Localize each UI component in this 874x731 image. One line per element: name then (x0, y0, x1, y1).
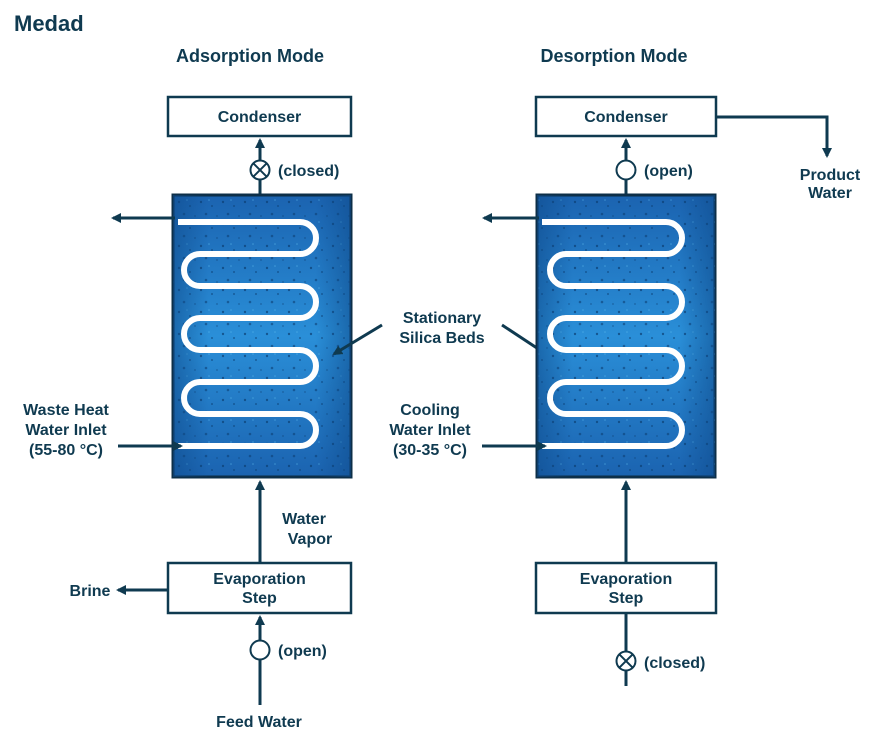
left-vapor-label-1: Water (282, 511, 326, 528)
right-product-label-2: Water (808, 185, 852, 202)
left-silica-bed (171, 193, 353, 479)
right-cooling-label-1: Cooling (400, 402, 460, 419)
right-evaporation-label-1: Evaporation (580, 571, 672, 588)
left-condenser-valve-closed-icon (249, 159, 271, 181)
right-condenser-valve-state: (open) (644, 163, 693, 180)
silica-beds-label-2: Silica Beds (399, 330, 484, 347)
right-evaporation-box (534, 561, 718, 615)
left-vapor-label-2: Vapor (288, 531, 332, 548)
brand-title: Medad (14, 11, 84, 36)
right-cooling-coil (542, 219, 685, 449)
right-product-label-1: Product (800, 167, 861, 184)
left-heat-coil (178, 219, 319, 449)
left-brine-label: Brine (70, 583, 111, 600)
left-condenser-label: Condenser (218, 109, 302, 126)
right-evaporation-label-2: Step (609, 590, 644, 607)
right-cooling-label-3: (30-35 °C) (393, 442, 467, 459)
right-condenser-valve-open-icon (615, 159, 637, 181)
left-evaporation-label-2: Step (242, 590, 277, 607)
desorption-panel: Condenser Product Water (open) Cooling W… (389, 95, 861, 686)
silica-beds-label-1: Stationary (403, 310, 481, 327)
right-cooling-label-2: Water Inlet (389, 422, 471, 439)
left-condenser-box (166, 95, 353, 138)
right-condenser-label: Condenser (584, 109, 668, 126)
right-condenser-box (534, 95, 718, 138)
right-feed-valve-state: (closed) (644, 655, 705, 672)
left-evaporation-box (166, 561, 353, 615)
adsorption-panel: Condenser (closed) Waste Heat Water Inle… (23, 95, 353, 731)
adsorption-mode-title: Adsorption Mode (176, 46, 324, 66)
left-feed-valve-open-icon (249, 639, 271, 661)
silica-beds-pointer-left (332, 323, 383, 356)
right-feed-valve-closed-icon (615, 650, 637, 672)
left-condenser-valve-state: (closed) (278, 163, 339, 180)
left-feed-valve-state: (open) (278, 643, 327, 660)
left-heat-inlet-label-1: Waste Heat (23, 402, 109, 419)
left-feed-water-label: Feed Water (216, 714, 302, 731)
left-evaporation-label-1: Evaporation (213, 571, 305, 588)
right-silica-bed (535, 193, 717, 479)
left-heat-inlet-label-3: (55-80 °C) (29, 442, 103, 459)
desorption-mode-title: Desorption Mode (541, 46, 688, 66)
left-heat-inlet-label-2: Water Inlet (25, 422, 107, 439)
